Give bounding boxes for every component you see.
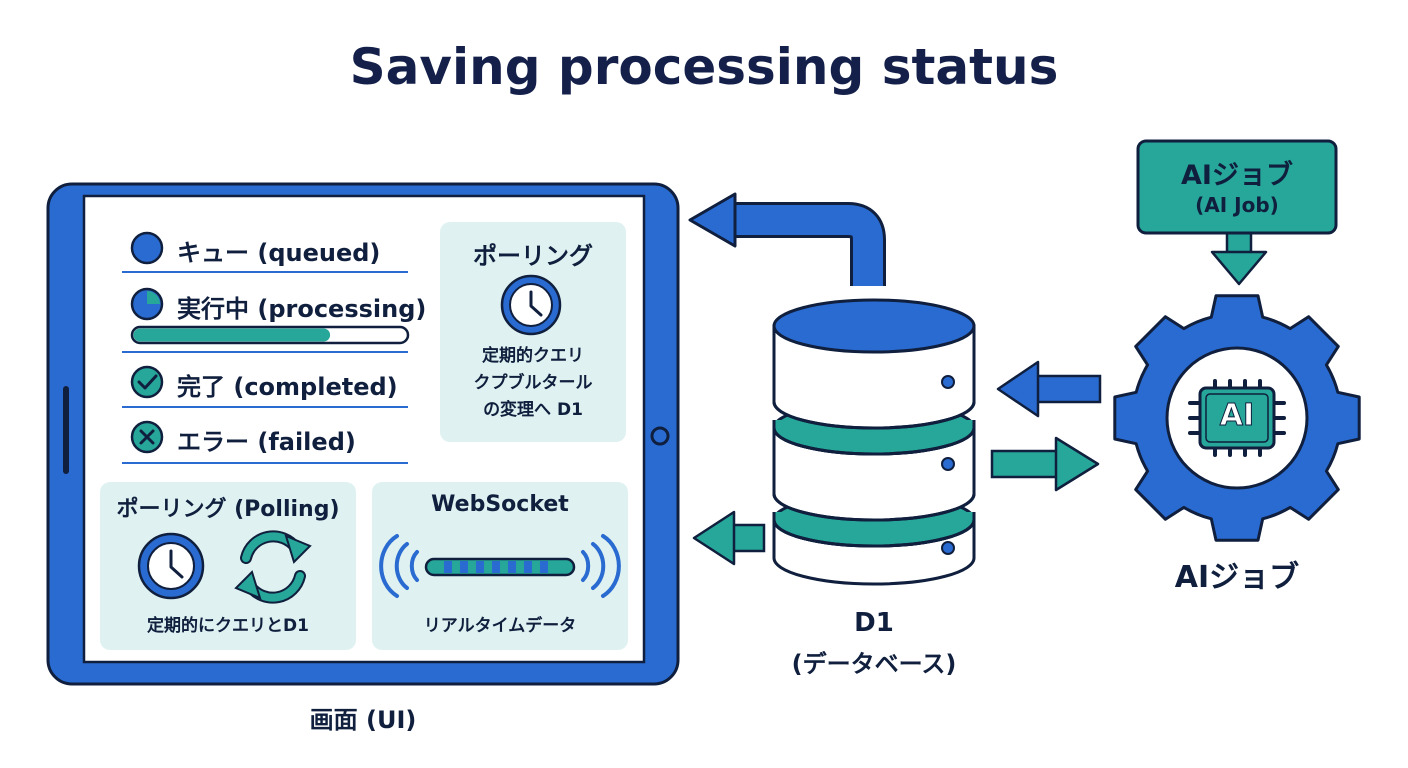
websocket-box-text: リアルタイムデータ bbox=[423, 616, 577, 636]
polling-side-text-3: の変理へ D1 bbox=[483, 400, 583, 420]
chip-text: AI bbox=[1219, 398, 1255, 434]
database-icon bbox=[772, 298, 976, 586]
progress-bar bbox=[130, 325, 410, 345]
database-label: D1 bbox=[854, 608, 894, 638]
arrow-gear-to-db bbox=[996, 360, 1102, 418]
polling-side-text-1: 定期的クエリ bbox=[482, 346, 584, 366]
x-circle-icon bbox=[130, 420, 164, 454]
gear-caption: AIジョブ bbox=[1174, 560, 1300, 595]
tablet-side-button bbox=[63, 386, 69, 474]
arrow-db-to-screen bbox=[692, 510, 766, 566]
check-circle-icon bbox=[130, 365, 164, 399]
gear-icon bbox=[1113, 294, 1361, 542]
polling-box-title: ポーリング (Polling) bbox=[116, 497, 340, 522]
arrow-db-to-screen-curved bbox=[688, 192, 886, 286]
refresh-icon bbox=[234, 530, 312, 604]
arrow-job-to-gear bbox=[1210, 230, 1268, 286]
status-label-completed: 完了 (completed) bbox=[177, 373, 398, 401]
circle-filled-icon bbox=[130, 231, 164, 265]
signal-waves-icon bbox=[379, 534, 621, 598]
ai-job-box-subtitle: (AI Job) bbox=[1195, 193, 1279, 217]
status-list bbox=[122, 231, 410, 464]
screen-caption: 画面 (UI) bbox=[309, 706, 417, 734]
chip-icon bbox=[1188, 379, 1286, 457]
database-indicator-dots bbox=[941, 375, 955, 555]
circle-progress-icon bbox=[130, 287, 164, 321]
websocket-box-title: WebSocket bbox=[431, 492, 569, 517]
websocket-box bbox=[372, 482, 628, 650]
ai-job-box bbox=[1136, 139, 1338, 235]
page-title: Saving processing status bbox=[349, 38, 1059, 96]
polling-side-panel bbox=[440, 222, 626, 442]
polling-side-title: ポーリング bbox=[473, 242, 593, 270]
arrow-db-to-gear bbox=[990, 436, 1100, 492]
clock-icon bbox=[500, 274, 562, 336]
status-label-queued: キュー (queued) bbox=[177, 239, 381, 267]
tablet-home-button bbox=[650, 426, 670, 446]
status-label-processing: 実行中 (processing) bbox=[177, 295, 427, 323]
polling-side-text-2: クプブルタール bbox=[473, 373, 593, 393]
polling-box-text: 定期的にクエリとD1 bbox=[147, 616, 309, 636]
database-sublabel: (データベース) bbox=[791, 650, 957, 678]
ai-job-box-title: AIジョブ bbox=[1181, 160, 1293, 191]
status-label-failed: エラー (failed) bbox=[177, 428, 356, 456]
clock-icon bbox=[137, 532, 205, 600]
polling-box bbox=[100, 482, 356, 650]
progress-fill bbox=[133, 328, 331, 342]
